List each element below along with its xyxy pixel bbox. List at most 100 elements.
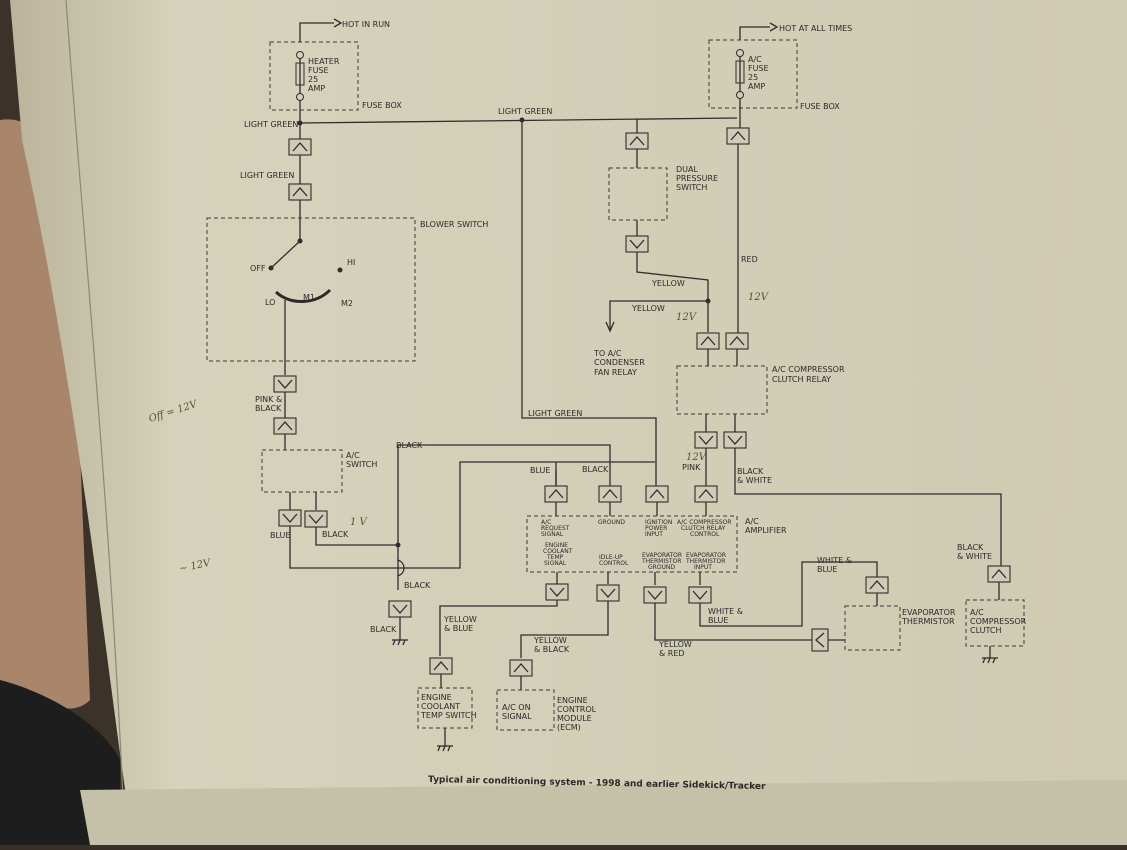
- ac-on-signal-label-1: A/C ON: [502, 703, 531, 712]
- connector: [811, 628, 829, 652]
- amp-in-request-1: A/C: [541, 519, 551, 526]
- ac-compressor-clutch: A/C COMPRESSOR CLUTCH: [965, 599, 1027, 647]
- ac-switch-label-2: SWITCH: [346, 460, 377, 469]
- amplifier-label-2: AMPLIFIER: [745, 526, 787, 535]
- to-condenser-label-1: TO A/C: [593, 349, 622, 358]
- yellow-blue-label-2: & BLUE: [444, 624, 473, 633]
- white-blue-label-2a: WHITE &: [817, 556, 852, 565]
- ac-fuse-label-4: AMP: [748, 82, 765, 91]
- yellow-black-label-2: & BLACK: [534, 645, 570, 654]
- dual-pressure-label-2: PRESSURE: [676, 174, 718, 183]
- ects-label-3: TEMP SWITCH: [420, 711, 477, 720]
- clutch-label-3: CLUTCH: [970, 626, 1002, 635]
- yellow-black-label-1: YELLOW: [533, 636, 567, 645]
- amp-in-ground-1: GROUND: [598, 519, 625, 526]
- ecm-label-3: MODULE: [557, 714, 592, 723]
- ects-label-1: ENGINE: [421, 693, 452, 702]
- light-green-label-3: LIGHT GREEN: [240, 171, 294, 180]
- relay-label-2: CLUTCH RELAY: [772, 375, 831, 384]
- heater-fuse-label-3: 25: [308, 75, 318, 84]
- ecm: A/C ON SIGNAL ENGINE CONTROL MODULE (ECM…: [496, 689, 597, 732]
- dual-pressure-label-1: DUAL: [676, 165, 698, 174]
- amp-in-evin-2: THERMISTOR: [685, 558, 725, 565]
- pink-black-label-1: PINK &: [255, 395, 282, 404]
- ecm-label-1: ENGINE: [557, 696, 588, 705]
- amp-in-relay-2: CLUTCH RELAY: [681, 525, 726, 532]
- blue-label-2: BLUE: [530, 466, 550, 475]
- m2-label: M2: [341, 299, 353, 308]
- connector: [643, 586, 667, 604]
- yellow-red-label-2: & RED: [659, 649, 685, 658]
- amp-in-ignition-3: INPUT: [645, 531, 663, 538]
- amp-in-relay-3: CONTROL: [690, 531, 720, 538]
- hot-in-run-label: HOT IN RUN: [342, 20, 390, 29]
- blue-label-1: BLUE: [270, 531, 290, 540]
- light-green-label-2: LIGHT GREEN: [498, 107, 552, 116]
- fuse-box-label-2: FUSE BOX: [800, 102, 840, 111]
- connector: [726, 127, 750, 145]
- handwriting-12v-pink: 12V: [686, 452, 708, 463]
- to-condenser-label-2: CONDENSER: [594, 358, 645, 367]
- ac-switch: A/C SWITCH: [261, 449, 377, 510]
- white-blue-label-2b: BLUE: [817, 565, 837, 574]
- dual-pressure-switch: DUAL PRESSURE SWITCH: [608, 165, 718, 221]
- amp-in-evin-3: INPUT: [694, 564, 712, 571]
- hi-label: HI: [347, 258, 355, 267]
- heater-fuse-label-1: HEATER: [308, 57, 340, 66]
- to-condenser-label-3: FAN RELAY: [594, 368, 637, 377]
- ac-fuse-group: HOT AT ALL TIMES A/C FUSE 25 AMP FUSE BO…: [708, 22, 852, 111]
- hot-at-all-times-label: HOT AT ALL TIMES: [779, 24, 852, 33]
- heater-fuse-label-4: AMP: [308, 84, 325, 93]
- black-white-label-2a: BLACK: [957, 543, 984, 552]
- amp-in-idle-2: CONTROL: [599, 560, 629, 567]
- red-label: RED: [741, 255, 758, 264]
- connector: [694, 431, 718, 449]
- amp-in-relay-1: A/C COMPRESSOR: [677, 519, 731, 526]
- yellow-blue-label-1: YELLOW: [443, 615, 477, 624]
- m1-label: M1: [303, 293, 315, 302]
- amp-in-evgnd-2: THERMISTOR: [641, 558, 681, 565]
- connector: [987, 565, 1011, 583]
- connector: [278, 509, 302, 527]
- amp-in-ect-4: SIGNAL: [544, 560, 567, 567]
- connector: [509, 659, 533, 677]
- evap-thermistor-label-2: THERMISTOR: [901, 617, 955, 626]
- amp-in-request-2: REQUEST: [541, 525, 570, 532]
- amp-in-idle-1: IDLE-UP: [599, 554, 623, 561]
- connector: [598, 485, 622, 503]
- black-white-label-2b: & WHITE: [957, 552, 992, 561]
- heater-fuse-group: HOT IN RUN HEATER FUSE 25 AMP FUSE BOX: [269, 18, 402, 111]
- connector: [625, 132, 649, 150]
- ac-compressor-clutch-relay: A/C COMPRESSOR CLUTCH RELAY: [676, 365, 845, 415]
- connector: [645, 485, 669, 503]
- pink-label: PINK: [682, 463, 701, 472]
- white-blue-label-1b: BLUE: [708, 616, 728, 625]
- ac-on-signal-label-2: SIGNAL: [502, 712, 532, 721]
- connector: [304, 510, 328, 528]
- handwriting-12v-red: 12V: [748, 292, 770, 303]
- handwriting-1v: 1 V: [350, 517, 369, 528]
- connector: [288, 138, 312, 156]
- amp-in-ect-3: TEMP: [546, 554, 564, 561]
- connector: [273, 375, 297, 393]
- connector: [429, 657, 453, 675]
- connector: [544, 485, 568, 503]
- connector: [273, 417, 297, 435]
- black-label-3: BLACK: [404, 581, 431, 590]
- connector: [696, 332, 720, 350]
- connector: [288, 183, 312, 201]
- connector: [723, 431, 747, 449]
- evap-thermistor-label-1: EVAPORATOR: [902, 608, 956, 617]
- connector: [596, 584, 620, 602]
- yellow-red-label-1: YELLOW: [658, 640, 692, 649]
- pink-black-label-2: BLACK: [255, 404, 282, 413]
- evaporator-thermistor: EVAPORATOR THERMISTOR: [844, 605, 956, 651]
- clutch-label-1: A/C: [970, 608, 984, 617]
- white-blue-label-1a: WHITE &: [708, 607, 743, 616]
- connector: [545, 583, 569, 601]
- off-label: OFF: [250, 264, 266, 273]
- amp-in-evin-1: EVAPORATOR: [686, 552, 726, 559]
- heater-fuse-label-2: FUSE: [308, 66, 329, 75]
- black-white-label-1b: & WHITE: [737, 476, 772, 485]
